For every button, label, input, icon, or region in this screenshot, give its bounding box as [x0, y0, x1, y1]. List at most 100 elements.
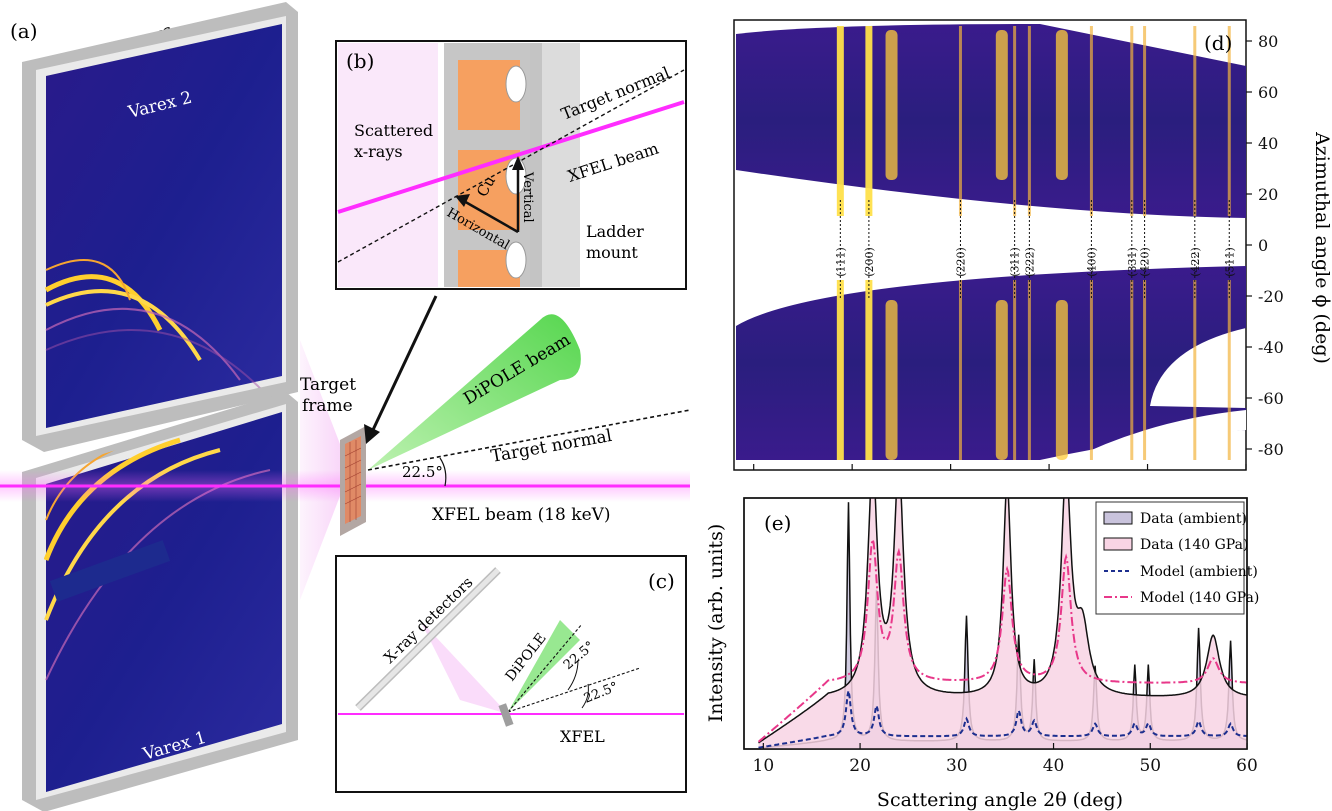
- reflection-label-4: (222): [1023, 247, 1036, 277]
- streak-lower-3: [1013, 280, 1017, 460]
- dipole-beam-cone: [368, 314, 581, 470]
- e-xtick-label-1: 20: [849, 756, 871, 776]
- streak-upper-6: [1130, 26, 1134, 216]
- reflection-label-8: (422): [1189, 247, 1202, 277]
- legend-label-3: Model (140 GPa): [1140, 590, 1259, 606]
- scattered-label-2: x-rays: [354, 142, 403, 161]
- legend: Data (ambient) Data (140 GPa) Model (amb…: [1095, 501, 1259, 615]
- vertical-label: Vertical: [520, 171, 535, 223]
- detector-top-rings: [44, 259, 281, 411]
- d-ytick-label-0: 80: [1258, 32, 1278, 51]
- legend-label-1: Data (140 GPa): [1140, 537, 1248, 553]
- panel-a-tag: (a): [10, 19, 38, 43]
- panel-b-tag: (b): [346, 49, 374, 73]
- angle-arc-a: [439, 457, 447, 487]
- cu-foil: [458, 60, 520, 130]
- target-normal-b: [337, 69, 685, 263]
- panel-d-ylabel: Azimuthal angle ϕ (deg): [1311, 131, 1332, 364]
- panel-e-xlabel: Scattering angle 2θ (deg): [877, 789, 1123, 811]
- reflection-label-3: (311): [1009, 247, 1022, 277]
- streak-upper-2: [958, 26, 962, 216]
- panel-c: (c) XFEL X-ray detectors DiPOLE 22.5° 22…: [335, 555, 687, 793]
- streak-upper-5: [1089, 26, 1093, 216]
- d-ytick-label-3: 20: [1258, 185, 1278, 204]
- series-line-2: [758, 690, 1247, 749]
- e-xtick-label-4: 50: [1139, 756, 1161, 776]
- scatter-fan-c: [420, 620, 508, 714]
- detector-bottom-face: [46, 412, 282, 792]
- streak-lower-5: [1089, 280, 1093, 460]
- d-ytick-label-6: -40: [1258, 338, 1284, 357]
- d-ytick-label-8: -80: [1258, 440, 1284, 459]
- legend-swatch-ambient: [1103, 511, 1133, 525]
- reflection-label-1: (200): [863, 247, 876, 277]
- reflection-label-0: (111): [834, 247, 847, 277]
- hp-streak-lower-0: [885, 300, 898, 460]
- series-fill-1: [758, 498, 1247, 749]
- reflection-label-6: (331): [1126, 247, 1139, 277]
- panel-d-tag: (d): [1204, 31, 1232, 55]
- reflection-label-9: (511): [1223, 247, 1236, 277]
- angle-label-a: 22.5°: [402, 463, 443, 481]
- streak-upper-0: [836, 26, 844, 216]
- reflection-label-5: (400): [1085, 247, 1098, 277]
- detector-top-face: [46, 24, 282, 428]
- panel-e-ylabel: Intensity (arb. units): [705, 524, 727, 723]
- hp-streak-lower-2: [1055, 300, 1068, 460]
- target-frame-label-1: Target: [300, 375, 356, 395]
- legend-label-2: Model (ambient): [1140, 564, 1258, 580]
- xfel-label-c: XFEL: [560, 727, 605, 746]
- zoom-arrow: [370, 295, 438, 433]
- streak-upper-4: [1027, 26, 1031, 216]
- hp-streak-upper-2: [1055, 30, 1068, 180]
- streak-lower-2: [958, 280, 962, 460]
- e-xtick-label-2: 30: [946, 756, 968, 776]
- target-normal-line: [367, 409, 691, 471]
- streak-upper-1: [865, 26, 873, 216]
- streak-lower-8: [1193, 280, 1197, 460]
- ladder-label-2: mount: [586, 243, 638, 262]
- panel-d-lower-band: [736, 266, 1246, 460]
- xfel-beam-label: XFEL beam (18 keV): [432, 505, 611, 525]
- e-xtick-label-0: 10: [753, 756, 775, 776]
- dipole-c: [508, 620, 580, 712]
- reflection-label-2: (220): [954, 247, 967, 277]
- streak-upper-3: [1013, 26, 1017, 216]
- series-line-1: [758, 498, 1247, 744]
- target-normal-label: Target normal: [489, 426, 613, 467]
- ladder-label-1: Ladder: [586, 222, 644, 241]
- panel-c-tag: (c): [648, 569, 675, 593]
- legend-label-0: Data (ambient): [1140, 511, 1247, 527]
- d-ytick-label-4: 0: [1258, 236, 1268, 255]
- hp-streak-upper-0: [885, 30, 898, 180]
- panel-d-upper-band: [736, 24, 1246, 218]
- panel-a: (a) X-ray detectors Varex 2 Varex 1: [0, 2, 691, 811]
- reflection-label-7: (420): [1139, 247, 1152, 277]
- d-ytick-label-5: -20: [1258, 287, 1284, 306]
- target-c: [498, 703, 514, 727]
- hp-streak-upper-1: [995, 30, 1008, 180]
- d-ytick-label-1: 60: [1258, 83, 1278, 102]
- panel-b: Target normal XFEL beam Vertical Horizon…: [335, 40, 687, 290]
- ladder-mount: [540, 43, 580, 287]
- horizontal-arrow: [461, 198, 519, 234]
- streak-lower-1: [865, 280, 873, 460]
- streak-lower-0: [836, 280, 844, 460]
- panel-d: (111) (200) (220) (311)(222) (400) (331)(420)…: [733, 19, 1332, 471]
- streak-lower-4: [1027, 280, 1031, 460]
- e-xtick-label-3: 40: [1043, 756, 1065, 776]
- streak-lower-6: [1130, 280, 1134, 460]
- xfel-beam-b: [337, 100, 685, 214]
- target-frame-label-2: frame: [302, 396, 353, 416]
- streak-lower-7: [1143, 280, 1147, 460]
- streak-upper-7: [1143, 26, 1147, 216]
- streak-lower-9: [1227, 280, 1231, 460]
- d-ytick-label-7: -60: [1258, 389, 1284, 408]
- d-ytick-label-2: 40: [1258, 134, 1278, 153]
- e-xtick-label-5: 60: [1236, 756, 1258, 776]
- hp-streak-lower-1: [995, 300, 1008, 460]
- streak-upper-8: [1193, 26, 1197, 216]
- legend-swatch-140: [1103, 537, 1133, 551]
